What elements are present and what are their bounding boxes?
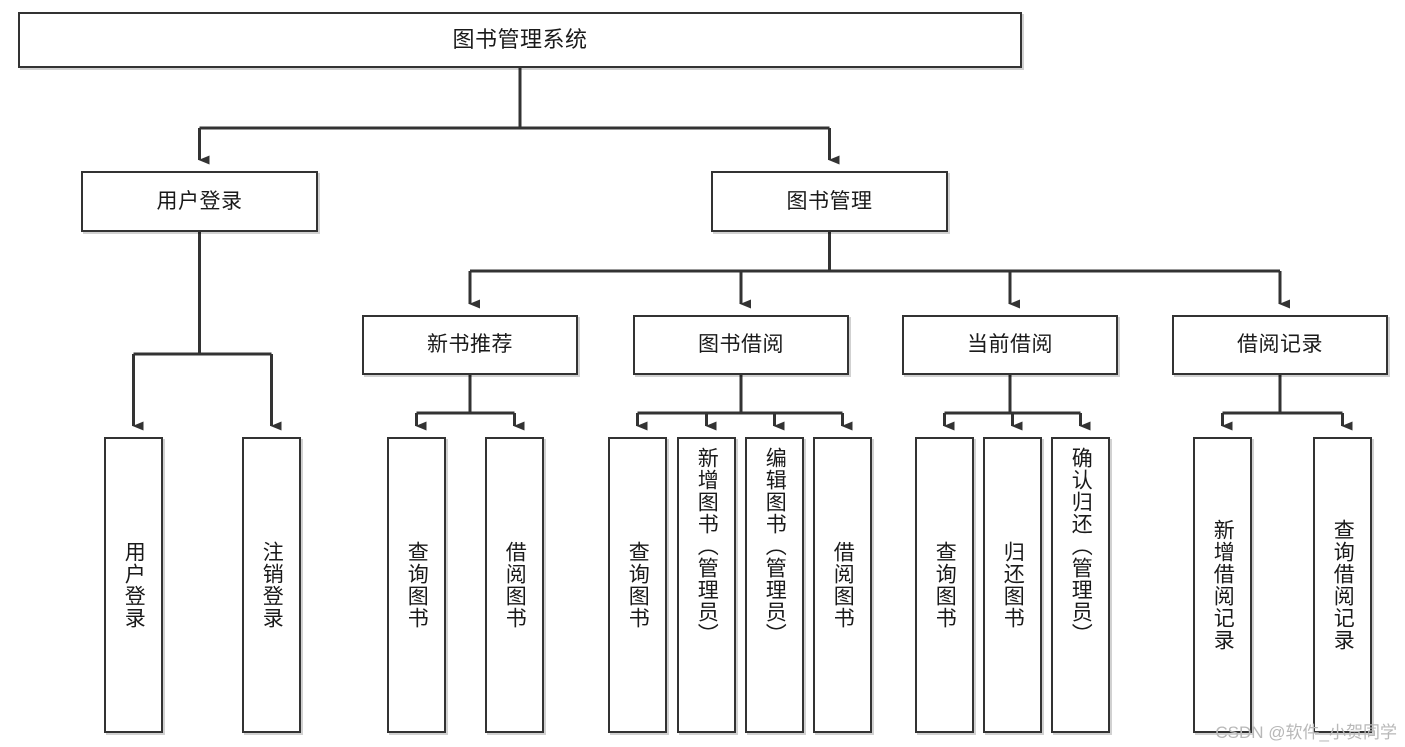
node-leaf-user-login: 用户登录 [104,437,163,733]
node-book-manage: 图书管理 [711,171,948,232]
node-leaf-query-record-label: 查询借阅记录 [1331,519,1355,651]
node-book-borrow: 图书借阅 [633,315,849,375]
node-user-login-label: 用户登录 [156,189,243,213]
node-book-borrow-label: 图书借阅 [698,333,784,357]
node-current-borrow: 当前借阅 [902,315,1118,375]
node-leaf-user-logout-label: 注销登录 [260,541,284,629]
node-borrow-record: 借阅记录 [1172,315,1388,375]
node-leaf-query-book-2: 查询图书 [608,437,667,733]
node-leaf-confirm-return-label: 确认归还（管理员） [1069,447,1093,645]
node-leaf-confirm-return: 确认归还（管理员） [1051,437,1110,733]
node-root-label: 图书管理系统 [452,26,588,52]
node-borrow-record-label: 借阅记录 [1237,333,1323,357]
node-current-borrow-label: 当前借阅 [967,333,1053,357]
node-new-book-recommend: 新书推荐 [362,315,578,375]
node-leaf-add-book-label: 新增图书（管理员） [695,447,719,645]
node-leaf-borrow-book-1: 借阅图书 [485,437,544,733]
node-leaf-edit-book-label: 编辑图书（管理员） [763,447,787,645]
node-leaf-return-book-label: 归还图书 [1001,541,1025,629]
node-leaf-query-record: 查询借阅记录 [1313,437,1372,733]
node-leaf-query-book-3: 查询图书 [915,437,974,733]
node-new-book-recommend-label: 新书推荐 [427,333,513,357]
node-root: 图书管理系统 [18,12,1022,68]
node-leaf-user-login-label: 用户登录 [122,541,146,629]
node-user-login: 用户登录 [81,171,318,232]
node-leaf-query-book-1: 查询图书 [387,437,446,733]
node-leaf-query-book-1-label: 查询图书 [405,541,429,629]
node-leaf-edit-book: 编辑图书（管理员） [745,437,804,733]
node-leaf-query-book-2-label: 查询图书 [626,541,650,629]
watermark: CSDN @软件_小贺同学 [1215,723,1397,742]
node-leaf-query-book-3-label: 查询图书 [933,541,957,629]
node-leaf-add-record: 新增借阅记录 [1193,437,1252,733]
node-leaf-borrow-book-2: 借阅图书 [813,437,872,733]
node-leaf-borrow-book-2-label: 借阅图书 [831,541,855,629]
node-leaf-return-book: 归还图书 [983,437,1042,733]
node-leaf-user-logout: 注销登录 [242,437,301,733]
node-leaf-add-record-label: 新增借阅记录 [1211,519,1235,651]
node-book-manage-label: 图书管理 [786,189,873,213]
node-leaf-borrow-book-1-label: 借阅图书 [503,541,527,629]
node-leaf-add-book: 新增图书（管理员） [677,437,736,733]
